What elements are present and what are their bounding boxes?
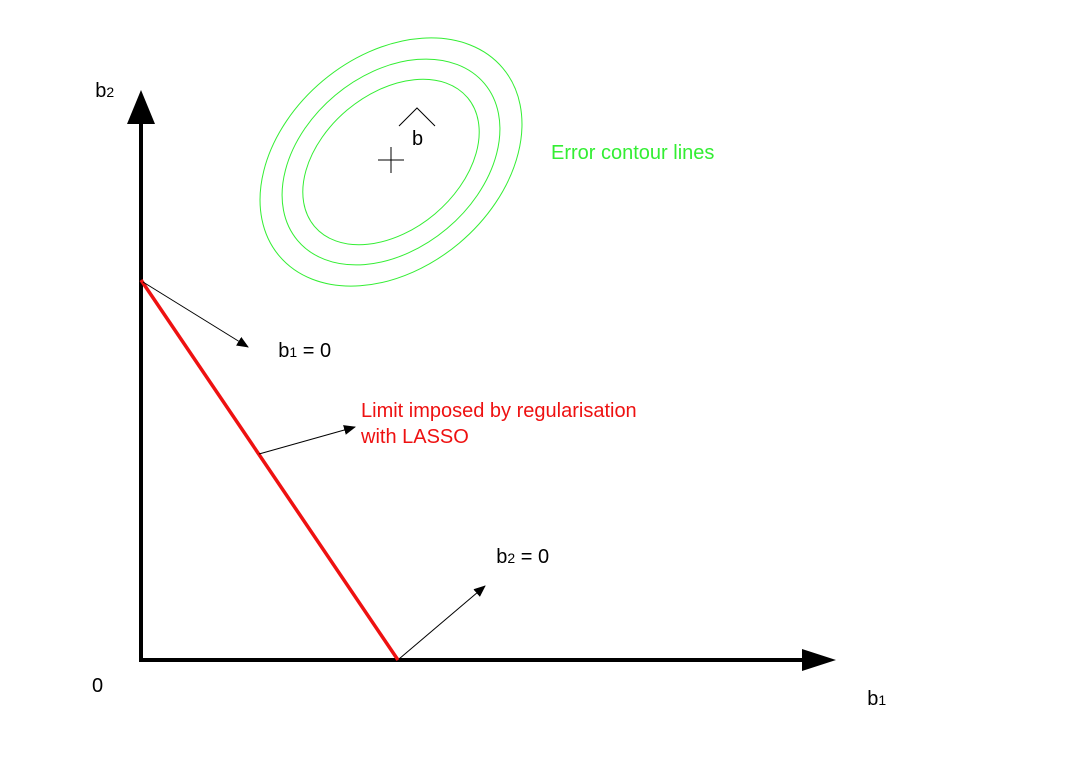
- x-axis-arrowhead: [802, 649, 836, 671]
- estimate-label: b: [412, 128, 423, 150]
- b2-zero-label: b2 = 0: [474, 546, 562, 568]
- y-axis-arrowhead: [127, 90, 155, 124]
- b2-zero-arrow: [398, 585, 486, 660]
- lasso-constraint-line: [139, 279, 400, 661]
- b1-zero-label: b1 = 0: [256, 340, 344, 362]
- error-contours: [259, 37, 523, 287]
- hat-symbol: [398, 107, 436, 127]
- estimate-crosshair: [378, 147, 404, 173]
- lasso-arrow: [258, 425, 356, 455]
- lasso-label-line1: Limit imposed by regularisation: [361, 400, 637, 422]
- contour-middle: [281, 58, 501, 266]
- y-axis-label: b2: [73, 80, 128, 102]
- origin-label: 0: [92, 675, 103, 697]
- axes: [127, 90, 836, 671]
- lasso-label-line2: with LASSO: [360, 426, 469, 448]
- contour-label: Error contour lines: [551, 142, 714, 164]
- b1-zero-arrow: [142, 281, 249, 348]
- x-axis-label: b1: [845, 688, 900, 710]
- contour-inner: [302, 78, 480, 246]
- contour-outer: [259, 37, 523, 287]
